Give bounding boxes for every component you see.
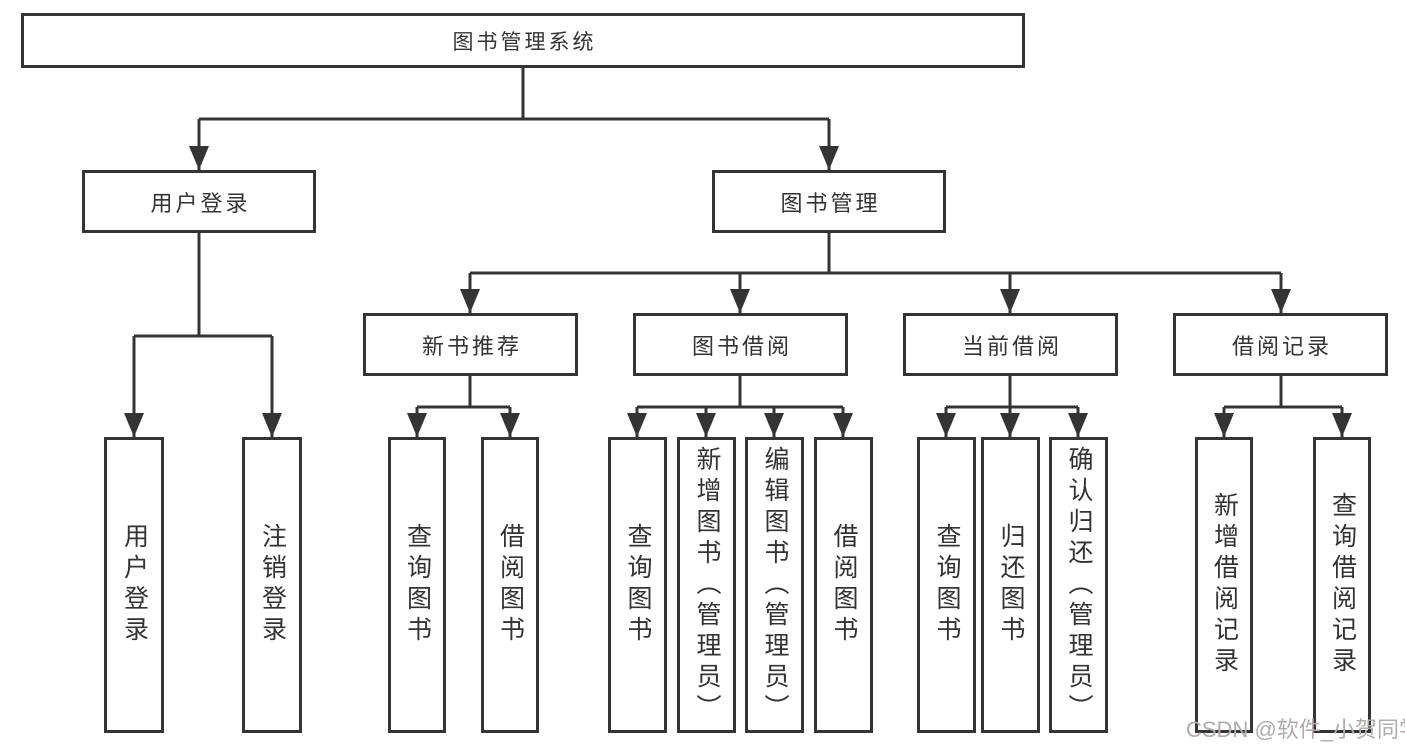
leaf-borrow-books: 借阅图书 xyxy=(481,437,539,733)
leaf-logout: 注销登录 xyxy=(242,437,302,733)
leaf-confirm-return-admin: 确认归还（管理员） xyxy=(1049,437,1108,733)
leaf-user-login: 用户登录 xyxy=(104,437,164,733)
node-library-management-system: 图书管理系统 xyxy=(21,13,1025,68)
csdn-watermark: CSDN @软件_小贺同学 xyxy=(1186,717,1405,742)
node-new-book-recommend: 新书推荐 xyxy=(363,313,578,376)
leaf-return-books: 归还图书 xyxy=(981,437,1040,733)
leaf-borrow-books: 借阅图书 xyxy=(814,437,873,733)
node-user-login: 用户登录 xyxy=(82,170,316,233)
node-book-borrow: 图书借阅 xyxy=(633,313,848,376)
node-book-management: 图书管理 xyxy=(712,170,946,233)
leaf-query-books: 查询图书 xyxy=(388,437,446,733)
node-current-borrow: 当前借阅 xyxy=(903,313,1118,376)
leaf-add-borrow-record: 新增借阅记录 xyxy=(1195,437,1253,733)
leaf-query-books: 查询图书 xyxy=(917,437,976,733)
leaf-edit-books-admin: 编辑图书（管理员） xyxy=(745,437,804,733)
node-borrow-records: 借阅记录 xyxy=(1173,313,1388,376)
leaf-query-books: 查询图书 xyxy=(608,437,667,733)
leaf-query-borrow-record: 查询借阅记录 xyxy=(1313,437,1371,733)
leaf-add-books-admin: 新增图书（管理员） xyxy=(677,437,736,733)
